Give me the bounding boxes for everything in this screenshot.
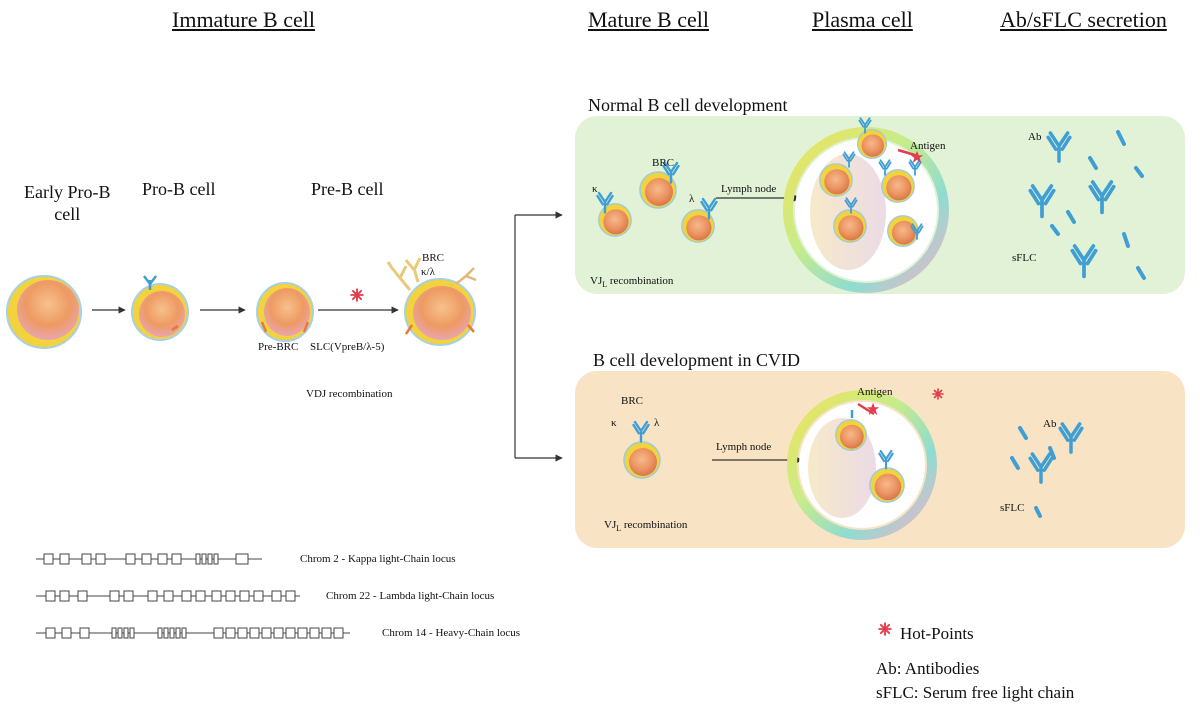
kappa-locus-diagram (36, 553, 262, 565)
label-pre-brc: Pre-BRC (258, 341, 299, 353)
label-vdj-recombination: VDJ recombination (306, 388, 393, 400)
normal-brc-label: BRC (652, 157, 675, 169)
stage-pre-b: Pre-B cell (311, 179, 384, 199)
cvid-vj-recombination-label: VJL recombination (604, 519, 688, 534)
branch-connector (514, 211, 563, 462)
normal-vj-recombination-label: VJL recombination (590, 275, 674, 290)
cvid-hot-point-star-icon (932, 388, 944, 400)
stage-early-pro-b: Early Pro-B cell (24, 182, 111, 224)
normal-secreted-antibodies (1028, 130, 1146, 280)
normal-sflc-label: sFLC (1012, 252, 1037, 264)
heavy-chain-locus-diagram (36, 627, 350, 639)
legend-antibodies: Ab: Antibodies (876, 659, 980, 678)
normal-panel-title: Normal B cell development (588, 95, 788, 115)
cvid-lambda-label: λ (654, 417, 660, 429)
header-secretion: Ab/sFLC secretion (1000, 7, 1167, 32)
cvid-lymph-node (787, 390, 937, 540)
cvid-lymph-node-label: Lymph node (716, 441, 772, 453)
cvid-brc-label: BRC (621, 395, 644, 407)
lambda-locus-label: Chrom 22 - Lambda light-Chain locus (326, 590, 495, 602)
lambda-locus-diagram (36, 590, 300, 602)
legend-hot-point-icon (878, 622, 892, 636)
normal-kappa-label: κ (592, 183, 598, 195)
normal-lymph-node (783, 117, 949, 293)
normal-antigen-label: Antigen (910, 140, 946, 152)
header-plasma-cell: Plasma cell (812, 7, 913, 32)
cvid-antigen-label: Antigen (857, 386, 893, 398)
normal-lambda-label: λ (689, 193, 695, 205)
early-pro-b-cell (6, 275, 82, 349)
cvid-sflc-label: sFLC (1000, 502, 1025, 514)
cvid-secreted-antibodies (1010, 422, 1084, 518)
label-kappa-lambda: κ/λ (421, 266, 435, 278)
legend-hot-points: Hot-Points (900, 624, 974, 643)
header-immature-b-cell: Immature B cell (172, 7, 315, 32)
normal-lymph-node-label: Lymph node (721, 183, 777, 195)
pre-b-brc-cell (386, 257, 477, 346)
pro-b-cell (131, 275, 189, 341)
header-mature-b-cell: Mature B cell (588, 7, 709, 32)
cvid-panel-title: B cell development in CVID (593, 350, 800, 370)
pre-b-cell (256, 282, 314, 342)
heavy-locus-label: Chrom 14 - Heavy-Chain locus (382, 627, 521, 639)
cvid-ab-label: Ab (1043, 418, 1057, 430)
label-slc: SLC(VpreB/λ-5) (310, 341, 385, 353)
stage-pro-b: Pro-B cell (142, 179, 216, 199)
label-brc-pre: BRC (422, 252, 445, 264)
cvid-kappa-label: κ (611, 417, 617, 429)
hot-point-star-icon (350, 288, 364, 302)
normal-ab-label: Ab (1028, 131, 1042, 143)
legend-sflc: sFLC: Serum free light chain (876, 683, 1075, 702)
kappa-locus-label: Chrom 2 - Kappa light-Chain locus (300, 553, 456, 565)
